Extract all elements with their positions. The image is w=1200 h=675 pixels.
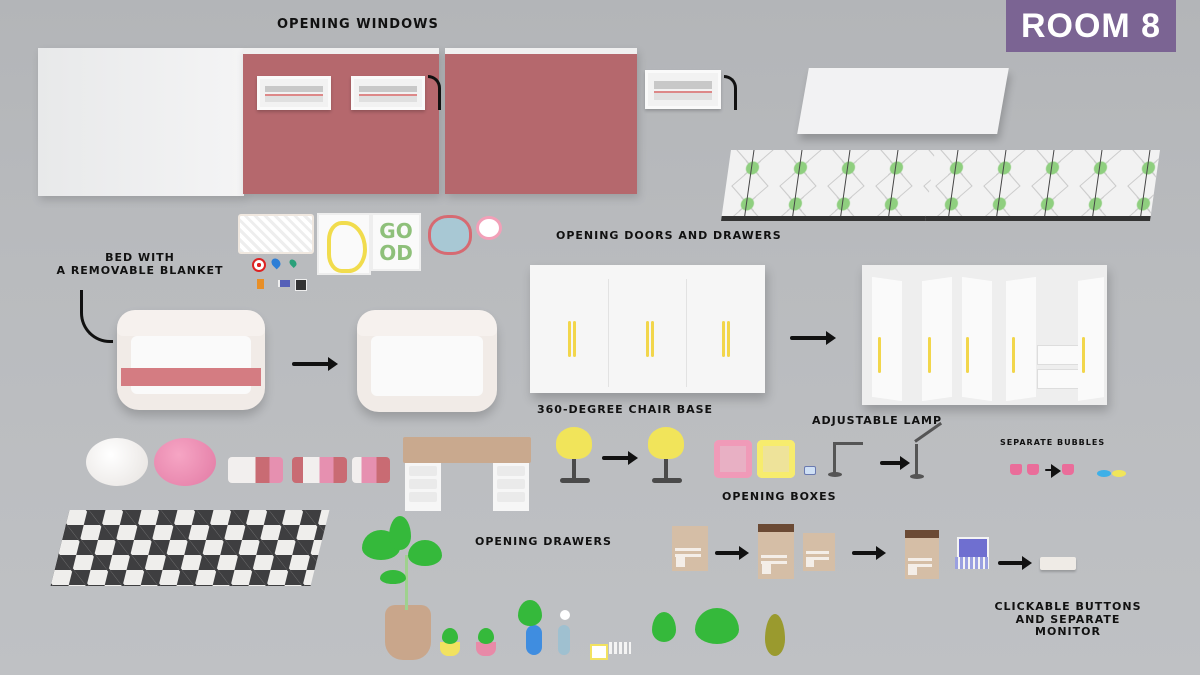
pink-pot-plant [476,642,496,656]
opening-windows-label: Opening windows [277,17,439,32]
mug [1010,464,1022,475]
open-arrow-icon [724,75,737,110]
transform-arrow-icon [790,331,836,345]
chair-before [556,427,592,459]
pink-wall [445,48,637,194]
removable-blanket [121,368,261,386]
open-arrow-icon [428,75,441,110]
box-open [758,524,794,579]
yellow-pot-plant [440,642,460,656]
desk-top [403,437,531,463]
floppy-disk-icon [295,279,307,291]
chair-label: 360-degree chair base [537,403,714,416]
wicker-panel [238,214,314,254]
window-open [351,76,425,110]
cushion-set [228,457,283,483]
window-standalone [645,70,721,109]
adjustable-lamp-label: Adjustable lamp [812,414,943,427]
map-pin-green-icon [288,258,298,268]
flower-light [476,216,502,240]
yellow-cube-shelf [757,440,795,478]
target-icon [252,258,266,272]
bed-label: Bed with a removable blanket [56,251,224,277]
transform-arrow-icon [852,546,886,560]
blue-vase-plant [526,625,542,655]
lamp-after [915,444,918,476]
cushion-set [352,457,390,483]
plant-stem [405,555,408,610]
window-closed [257,76,331,110]
chair-after [648,427,684,459]
mug-with-bubbles [1027,464,1039,475]
opening-doors-label: Opening doors and drawers [556,229,782,242]
transform-arrow-icon [602,451,638,465]
floor-slab [797,68,1009,134]
pink-wall-with-windows [243,48,439,194]
transform-arrow-icon [1045,464,1061,478]
cushion-set [292,457,347,483]
laptop [955,537,989,569]
blue-coaster [1097,470,1111,477]
bookmark-icon [257,279,264,289]
good-poster: GO OD [371,213,421,271]
transform-arrow-icon [880,456,910,470]
map-pin-blue-icon [269,256,283,270]
clickable-buttons-label: Clickable buttons and separate monitor [994,600,1142,639]
separate-monitor [1040,557,1076,570]
wardrobe-closed [530,265,765,393]
flag-icon [278,280,290,287]
bed-with-blanket [117,310,265,410]
lamp-before [833,442,836,474]
transform-arrow-icon [998,556,1032,570]
box-closed [672,526,708,571]
bed-without-blanket [357,310,497,412]
wardrobe-open [862,265,1107,405]
opening-boxes-label: Opening boxes [722,490,837,503]
white-wall [38,48,244,196]
pink-cube-shelf [714,440,752,478]
pink-pouf [154,438,216,486]
floor-tile-panel [925,150,1160,221]
floor-tile-panel [721,150,941,221]
room-title-badge: ROOM 8 [1006,0,1176,52]
box-closed [803,533,835,571]
basket-pot [385,605,431,660]
olive-hanging-plant [765,614,785,656]
hanging-plant-pink [695,608,739,644]
squiggle-poster [317,213,371,275]
mug [1062,464,1074,475]
hanging-plant [652,612,676,642]
separate-bubbles-label: Separate bubbles [1000,438,1106,447]
box-open [905,530,939,579]
transform-arrow-icon [715,546,749,560]
phone [804,466,816,475]
desk-drawers-left [405,463,441,511]
chair-base [572,459,576,479]
flower-mirror [428,215,472,255]
white-pouf [86,438,148,486]
opening-drawers-label: Opening drawers [475,535,612,548]
notepad [590,644,608,660]
pencils [609,642,631,654]
desk-drawers-right [493,463,529,511]
checkered-rug [50,510,330,586]
yellow-coaster [1112,470,1126,477]
transform-arrow-icon [292,357,338,371]
glass-vase-flower [558,625,570,655]
annotation-arrow-icon [80,290,113,343]
